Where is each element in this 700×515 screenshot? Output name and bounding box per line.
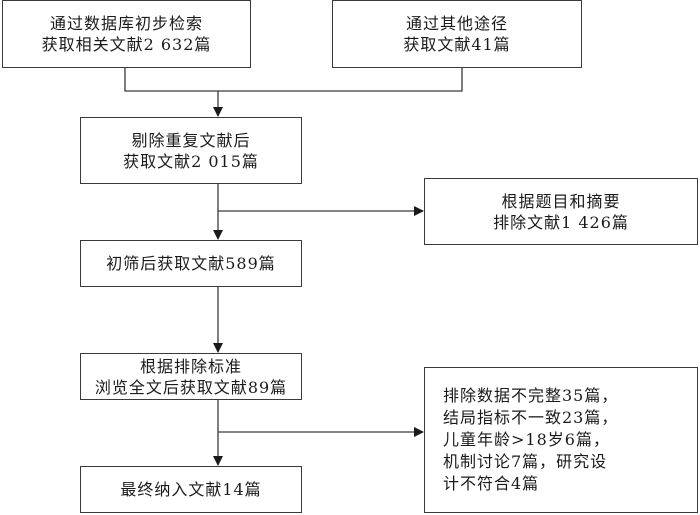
box-other-sources: 通过其他途径 获取文献41篇	[332, 0, 582, 68]
box-line: 获取文献2 015篇	[123, 151, 259, 171]
box-line: 浏览全文后获取文献89篇	[94, 377, 288, 397]
box-line: 计不符合4篇	[443, 474, 540, 493]
box-database-search: 通过数据库初步检索 获取相关文献2 632篇	[2, 0, 251, 68]
box-line: 通过数据库初步检索	[49, 14, 203, 33]
box-line: 获取相关文献2 632篇	[41, 35, 212, 54]
box-line: 儿童年龄>18岁6篇，	[443, 430, 610, 449]
box-line: 根据题目和摘要	[501, 191, 621, 211]
box-line: 排除文献1 426篇	[493, 212, 629, 232]
box-line: 初筛后获取文献589篇	[106, 254, 276, 273]
box-line: 结局指标不一致23篇，	[443, 408, 619, 427]
box-final-included: 最终纳入文献14篇	[80, 466, 302, 513]
box-excluded-full-text: 排除数据不完整35篇， 结局指标不一致23篇， 儿童年龄>18岁6篇， 机制讨论…	[424, 367, 698, 513]
box-line: 获取文献41篇	[403, 35, 511, 54]
box-line: 排除数据不完整35篇，	[443, 386, 619, 405]
box-after-dedup: 剔除重复文献后 获取文献2 015篇	[80, 117, 302, 184]
box-line: 最终纳入文献14篇	[120, 480, 262, 499]
box-line: 机制讨论7篇，研究设	[443, 452, 608, 471]
box-after-initial-screen: 初筛后获取文献589篇	[80, 240, 302, 287]
box-line: 通过其他途径	[405, 14, 508, 33]
merge-connector	[124, 67, 463, 92]
box-excluded-title-abstract: 根据题目和摘要 排除文献1 426篇	[424, 178, 698, 245]
box-line: 剔除重复文献后	[131, 130, 251, 150]
box-full-text-review: 根据排除标准 浏览全文后获取文献89篇	[80, 353, 302, 400]
box-line: 根据排除标准	[139, 356, 242, 376]
